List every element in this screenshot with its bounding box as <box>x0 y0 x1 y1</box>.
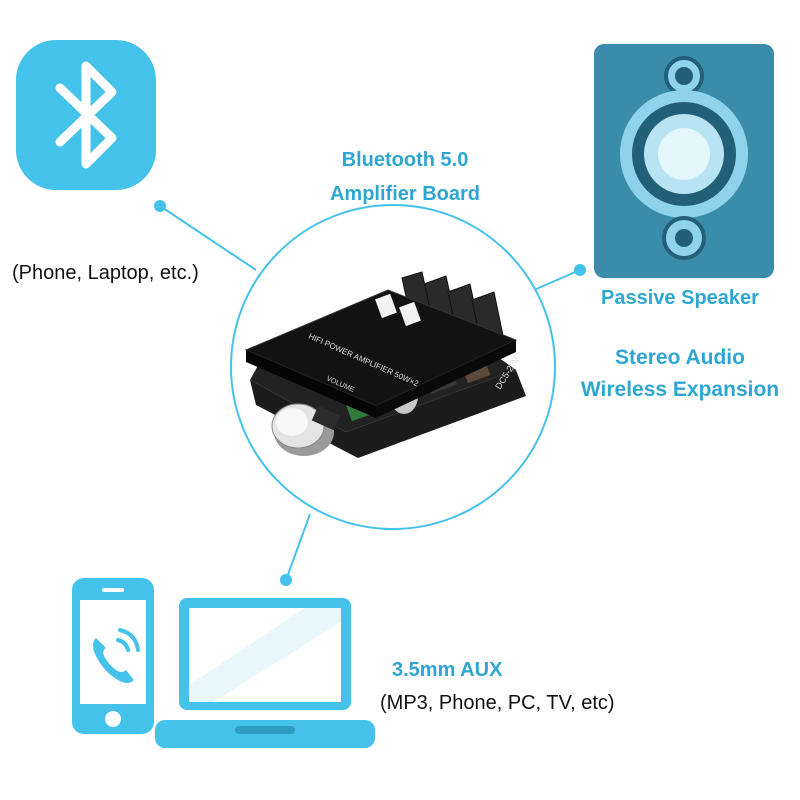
phone-icon <box>72 578 154 734</box>
feature-line2: Wireless Expansion <box>580 378 780 401</box>
speaker-icon <box>594 44 774 278</box>
source-caption: (Phone, Laptop, etc.) <box>12 262 199 284</box>
bluetooth-icon <box>16 40 156 190</box>
feature-line1: Stereo Audio <box>615 346 745 369</box>
amplifier-board-illustration: HIFI POWER AMPLIFIER 50W×2 VOLUME DC5-27… <box>230 204 556 530</box>
laptop-icon <box>155 598 375 748</box>
aux-caption: (MP3, Phone, PC, TV, etc) <box>380 692 615 714</box>
aux-label: 3.5mm AUX <box>392 659 503 681</box>
center-title-line1: Bluetooth 5.0 <box>341 149 469 171</box>
speaker-label: Passive Speaker <box>601 287 759 309</box>
center-title-line2: Amplifier Board <box>329 183 481 205</box>
